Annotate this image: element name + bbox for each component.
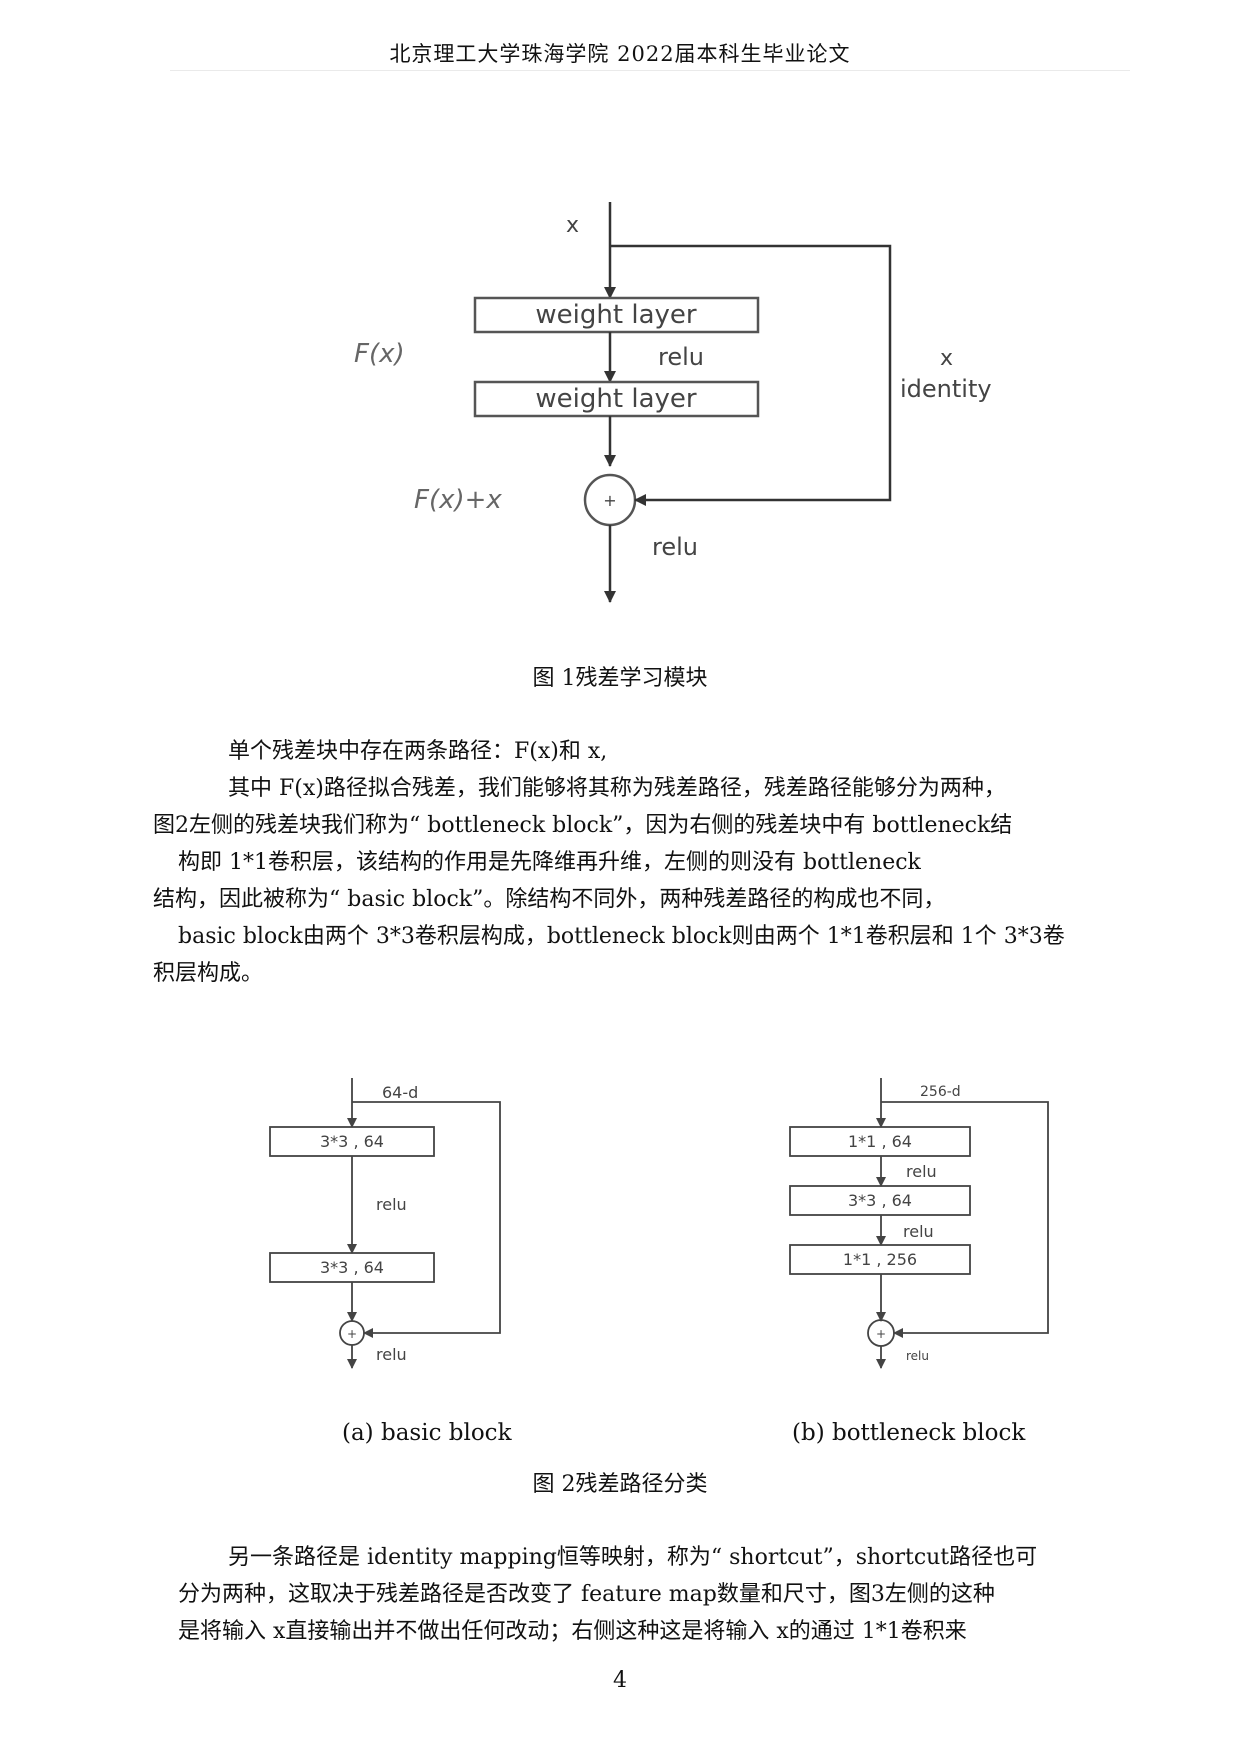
figure-2b-caption: (b) bottleneck block: [792, 1420, 1026, 1446]
fig1-weight-layer-1-box: [473, 296, 760, 334]
fig1-plus-sign: +: [603, 491, 616, 510]
fig1-input-label: x: [566, 213, 579, 238]
fig1-identity-path: [610, 244, 892, 506]
fig2a-identity-path: [352, 1101, 501, 1338]
fig2a-plus-sign: +: [347, 1327, 357, 1341]
fig2b-relu-out-label: relu: [906, 1349, 929, 1363]
fig2a-input-label: 64-d: [382, 1083, 418, 1102]
fig2a-box-1-label: 3*3 , 64: [320, 1132, 384, 1151]
fig1-weight-layer-2-label: weight layer: [535, 384, 696, 414]
fig1-sum-label: F(x)+x: [414, 485, 502, 515]
fig2b-box-2-label: 3*3 , 64: [848, 1191, 912, 1210]
fig2b-box-1: [789, 1126, 971, 1157]
header-rule: [170, 70, 1130, 71]
paragraph-1-line-1: 单个残差块中存在两条路径：F(x)和 x,: [228, 739, 608, 764]
fig1-identity-label: identity: [900, 375, 992, 403]
paragraph-1-line-3: 图2左侧的残差块我们称为“ bottleneck block”，因为右侧的残差块…: [153, 813, 1013, 838]
paragraph-1-line-7: 积层构成。: [153, 961, 264, 986]
fig2a-box-2-label: 3*3 , 64: [320, 1258, 384, 1277]
fig1-fx-label: F(x): [354, 339, 405, 369]
fig2b-box-3: [789, 1244, 971, 1275]
figure-1-caption: 图 1残差学习模块: [532, 666, 708, 691]
figure-1-residual-block: x weight layer weight layer relu relu F(…: [354, 202, 992, 603]
paragraph-1-line-6: basic block由两个 3*3卷积层构成，bottleneck block…: [178, 924, 1065, 949]
paragraph-2-line-3: 是将输入 x直接输出并不做出任何改动；右侧这种这是将输入 x的通过 1*1卷积来: [178, 1619, 967, 1644]
paragraph-1-line-2: 其中 F(x)路径拟合残差，我们能够将其称为残差路径，残差路径能够分为两种，: [228, 776, 1006, 801]
paragraph-1-line-4: 构即 1*1卷积层，该结构的作用是先降维再升维，左侧的则没有 bottlenec…: [178, 850, 921, 875]
fig2b-box-3-label: 1*1 , 256: [843, 1250, 917, 1269]
page-number: 4: [613, 1668, 627, 1693]
fig1-relu-out-label: relu: [652, 533, 698, 561]
fig2b-box-1-label: 1*1 , 64: [848, 1132, 912, 1151]
figure-2-caption: 图 2残差路径分类: [532, 1472, 708, 1497]
fig2b-plus-sign: +: [876, 1327, 886, 1341]
fig1-weight-layer-2-box: [473, 380, 760, 418]
fig2b-relu-2-label: relu: [903, 1222, 934, 1241]
fig1-identity-x-label: x: [940, 346, 953, 371]
figure-2-residual-paths: 64-d 3*3 , 64 3*3 , 64 relu relu + 256-d…: [269, 1078, 1049, 1369]
paragraph-1-line-5: 结构，因此被称为“ basic block”。除结构不同外，两种残差路径的构成也…: [153, 887, 946, 912]
paragraph-2-line-1: 另一条路径是 identity mapping恒等映射，称为“ shortcut…: [228, 1545, 1038, 1570]
fig2b-relu-1-label: relu: [906, 1162, 937, 1181]
fig2b-input-label: 256-d: [920, 1084, 961, 1100]
fig1-relu-mid-label: relu: [658, 343, 704, 371]
fig2b-box-2: [789, 1185, 971, 1216]
fig2b-identity-path: [881, 1101, 1049, 1338]
paragraph-2-line-2: 分为两种，这取决于残差路径是否改变了 feature map数量和尺寸，图3左侧…: [178, 1582, 995, 1607]
fig2a-relu-out-label: relu: [376, 1345, 407, 1364]
fig1-weight-layer-1-label: weight layer: [535, 300, 696, 330]
page-header: 北京理工大学珠海学院 2022届本科生毕业论文: [389, 42, 851, 66]
figure-2a-caption: (a) basic block: [342, 1420, 512, 1446]
fig2a-relu-mid-label: relu: [376, 1195, 407, 1214]
